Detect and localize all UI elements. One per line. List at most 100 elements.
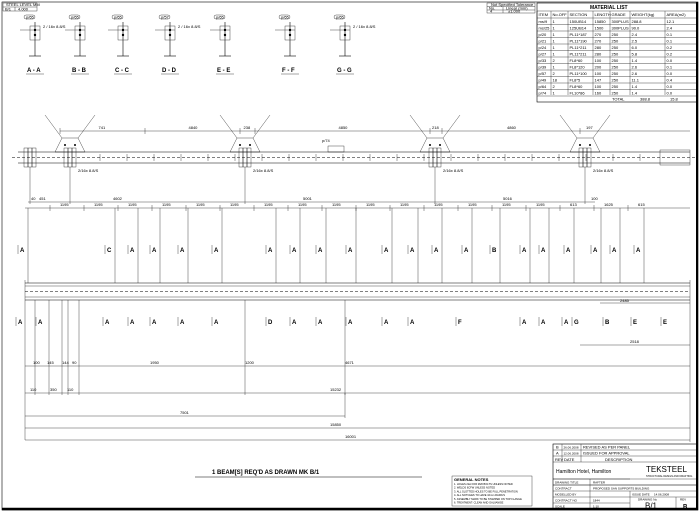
dimension: 100 — [33, 360, 40, 365]
bolt-icon — [64, 144, 66, 146]
field-value: 1:10 — [593, 505, 599, 509]
material-list-cell: p/39 — [539, 65, 548, 70]
section-marker: A — [292, 320, 297, 326]
material-list-cell: 0.4 — [667, 78, 673, 83]
material-list-cell: 250 — [612, 65, 619, 70]
material-list-cell: 1.4 — [632, 91, 638, 96]
material-list-cell: 0.2 — [667, 52, 673, 57]
field-label: MODELLED BY — [555, 493, 576, 497]
material-list-cell: 1 — [553, 32, 556, 37]
dimension: 40 — [31, 196, 36, 201]
material-list-cell: 100 — [595, 71, 602, 76]
section-marker: A — [522, 248, 527, 254]
dimension: 15232 — [330, 387, 342, 392]
material-list-cell: FL10*86 — [570, 91, 586, 96]
tolerance-header: Linear (mm) — [506, 6, 528, 11]
dimension: 1200 — [245, 360, 255, 365]
material-list-header: AREA(m2) — [667, 12, 687, 17]
section-view: p/65B - B — [65, 14, 89, 75]
material-list-cell: 100 — [595, 84, 602, 89]
plate — [29, 25, 41, 41]
material-list-cell: 250 — [612, 52, 619, 57]
section-marker: A — [18, 320, 23, 326]
dimension: 1195 — [230, 202, 239, 207]
brace-line — [559, 114, 578, 139]
dimension: 110 — [67, 387, 74, 392]
part-tag: p/65 — [281, 14, 290, 19]
material-total-area: 15.8 — [670, 97, 679, 102]
part-tag: p/65 — [26, 14, 35, 19]
material-list-cell: 250 — [612, 78, 619, 83]
dimension: 5001 — [303, 196, 313, 201]
section-marker: E — [633, 320, 637, 326]
section-label: E - E — [217, 68, 230, 74]
revision-date: 12.06.2008 — [564, 452, 579, 456]
section-marker: A — [564, 320, 569, 326]
part-tag: p/65 — [336, 14, 345, 19]
section-marker: C — [107, 248, 112, 254]
material-list-cell: 0.2 — [667, 45, 673, 50]
section-marker: A — [636, 248, 641, 254]
part-tag-bubble — [213, 14, 226, 20]
section-marker: F — [458, 320, 462, 326]
bolt-tag: 2/16x 8.8/S — [253, 168, 274, 173]
material-list-cell: 1500 — [595, 26, 605, 31]
field-value: RAFTER — [593, 481, 606, 485]
material-list-cell: PL11*100 — [570, 71, 588, 76]
dimension: 1195 — [434, 202, 443, 207]
dimension: 5016 — [503, 196, 513, 201]
material-list-cell: FL8*120 — [570, 65, 586, 70]
material-list-cell: 160 — [595, 91, 602, 96]
dimension: 1195 — [162, 202, 171, 207]
gusset-plate — [419, 137, 451, 153]
section-marker: B — [492, 248, 497, 254]
dimension: 2485 — [620, 298, 630, 303]
revision-date: 26.06.2008 — [564, 446, 579, 450]
splice-plate — [327, 145, 345, 153]
rev-label: REV — [680, 498, 686, 502]
material-list-cell: 200 — [595, 65, 602, 70]
material-list-header: LENGTH — [595, 12, 611, 17]
part-tag-bubble — [278, 14, 291, 20]
material-list-header: WEIGHT(kg) — [632, 12, 656, 17]
material-list-cell: p/24 — [539, 45, 548, 50]
material-list-cell: 12.1 — [667, 19, 676, 24]
bolt-tag: 2/16x 8.8/S — [443, 168, 464, 173]
section-view: p/65C - C — [108, 14, 132, 75]
material-list-cell: 1.4 — [632, 58, 638, 63]
bolt-note: 2 / 16x 8.8/S — [43, 24, 66, 29]
dimension: 1195 — [128, 202, 137, 207]
tolerance-cell: 4 — [490, 9, 493, 14]
section-marker: A — [214, 320, 219, 326]
material-list-cell: 6.0 — [632, 45, 638, 50]
brace-line — [44, 114, 63, 139]
general-notes-title: GENERAL NOTES — [454, 477, 489, 482]
material-list-cell: ms/9 — [539, 19, 548, 24]
section-marker: A — [566, 248, 571, 254]
field-label: SCALE — [555, 505, 565, 509]
dimension: 4850 — [339, 125, 349, 130]
material-list-cell: 2.6 — [632, 71, 638, 76]
general-note: 4. ALL NOTCHES TO HAVE 10mm RADIUS — [454, 493, 505, 497]
bolt-icon — [249, 144, 251, 146]
quantity-note: 1 BEAM[S] REQ'D AS DRAWN MK B/1 — [212, 470, 320, 476]
material-list-cell: 288.8 — [632, 19, 643, 24]
material-list-cell: 270 — [595, 39, 602, 44]
bolt-icon — [223, 33, 227, 37]
material-list-cell: 125UB14 — [570, 26, 587, 31]
dimension: 613 — [570, 202, 577, 207]
material-list-cell: PL11*190 — [570, 39, 588, 44]
plate — [219, 25, 231, 41]
material-list-cell: 250 — [612, 32, 619, 37]
material-list-header: No.OFF — [553, 12, 568, 17]
dimension: 2518 — [630, 339, 640, 344]
material-list-cell: 11.1 — [632, 78, 640, 83]
revision-desc: REVISED AS PER PANEL — [583, 445, 631, 450]
material-list-cell: 250 — [612, 71, 619, 76]
plate — [164, 25, 176, 41]
dimension: 1195 — [264, 202, 273, 207]
material-list-cell: 1 — [553, 19, 556, 24]
part-tag: p/74 — [322, 138, 331, 143]
material-list-cell: 1 — [553, 91, 556, 96]
